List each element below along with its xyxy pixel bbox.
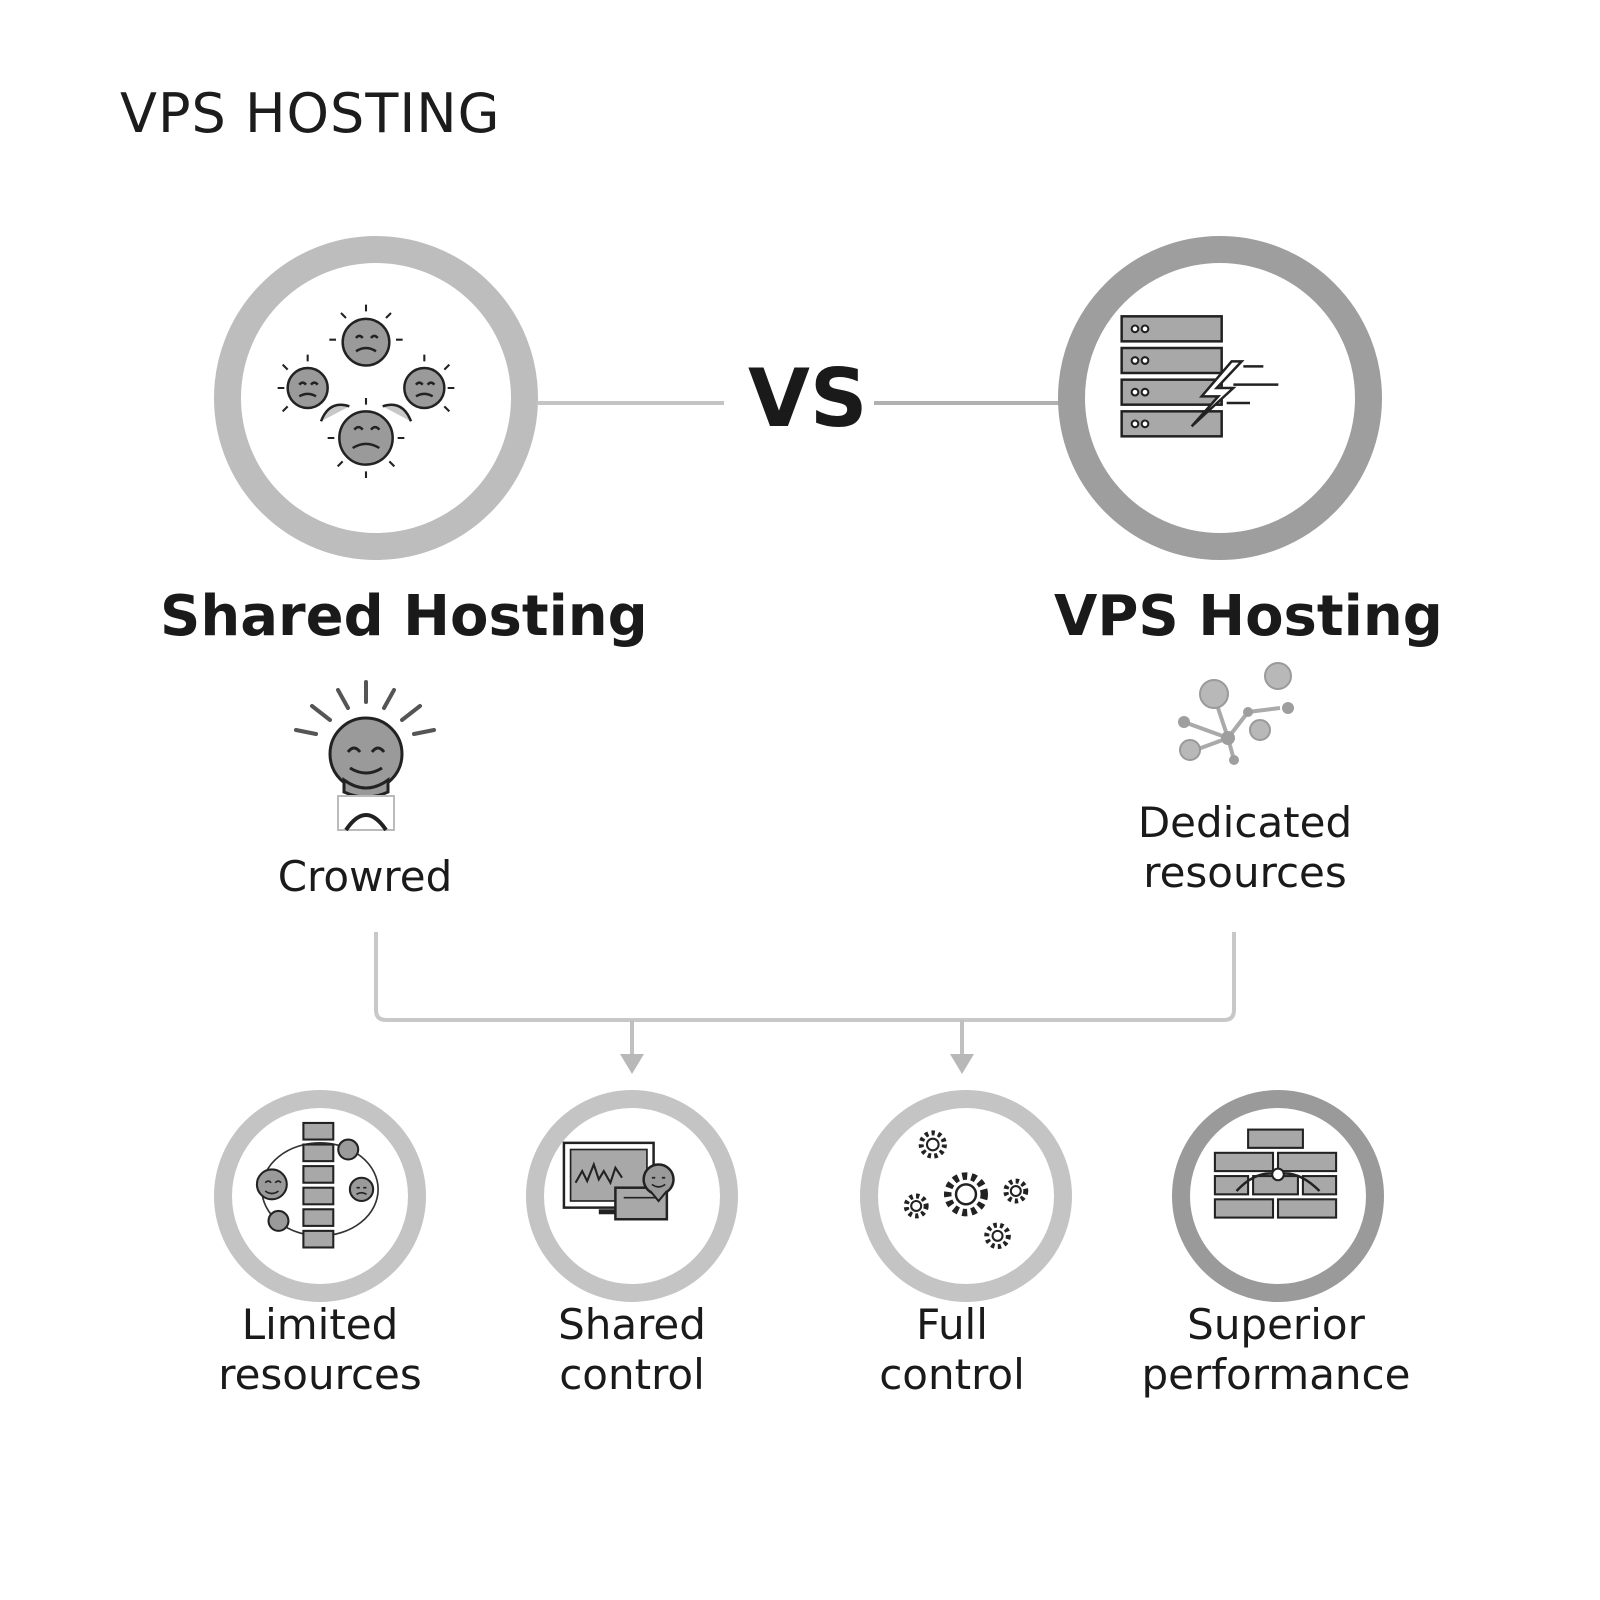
- feature-label-line-1: Limited: [241, 1300, 399, 1349]
- flow-connector: [374, 932, 1236, 1022]
- shared-hosting-heading: Shared Hosting: [160, 584, 648, 649]
- feature-circle-full-control: [860, 1090, 1072, 1302]
- crowded-label: Crowred: [277, 852, 453, 901]
- feature-label-line-2: performance: [1141, 1350, 1411, 1399]
- vps-hosting-heading: VPS Hosting: [1054, 584, 1443, 649]
- feature-label-line-2: resources: [218, 1350, 422, 1399]
- feature-label-full-control: Full control: [802, 1300, 1102, 1400]
- crowded-users-icon: [277, 304, 455, 478]
- page-title: VPS HOSTING: [120, 82, 501, 145]
- dedicated-resources-line-1: Dedicated: [1137, 798, 1353, 847]
- gears-icon: [903, 1130, 1029, 1250]
- feature-label-limited-resources: Limited resources: [170, 1300, 470, 1400]
- arrow-left-head: [620, 1054, 644, 1074]
- feature-label-line-2: control: [879, 1350, 1025, 1399]
- feature-label-line-1: Full: [916, 1300, 988, 1349]
- feature-label-line-1: Shared: [558, 1300, 706, 1349]
- feature-label-superior-performance: Superior performance: [1116, 1300, 1436, 1400]
- feature-circle-shared-control: [526, 1090, 738, 1302]
- vs-label: VS: [748, 352, 868, 445]
- dedicated-resources-label: Dedicated resources: [1080, 798, 1410, 898]
- feature-label-shared-control: Shared control: [482, 1300, 782, 1400]
- monitor-chat-icon: [562, 1141, 675, 1221]
- dedicated-resources-line-2: resources: [1143, 848, 1347, 897]
- stressed-person-icon: [294, 680, 436, 832]
- server-users-icon: [255, 1121, 379, 1249]
- network-nodes-icon: [1178, 662, 1294, 765]
- feature-label-line-2: control: [559, 1350, 705, 1399]
- feature-circle-superior-performance: [1172, 1090, 1384, 1302]
- brick-wall-icon: [1213, 1128, 1338, 1219]
- server-rack-icon: [1120, 315, 1279, 438]
- arrow-right-head: [950, 1054, 974, 1074]
- vps-hosting-circle: [1058, 236, 1382, 560]
- shared-hosting-circle: [214, 236, 538, 560]
- feature-circle-limited-resources: [214, 1090, 426, 1302]
- feature-label-line-1: Superior: [1187, 1300, 1365, 1349]
